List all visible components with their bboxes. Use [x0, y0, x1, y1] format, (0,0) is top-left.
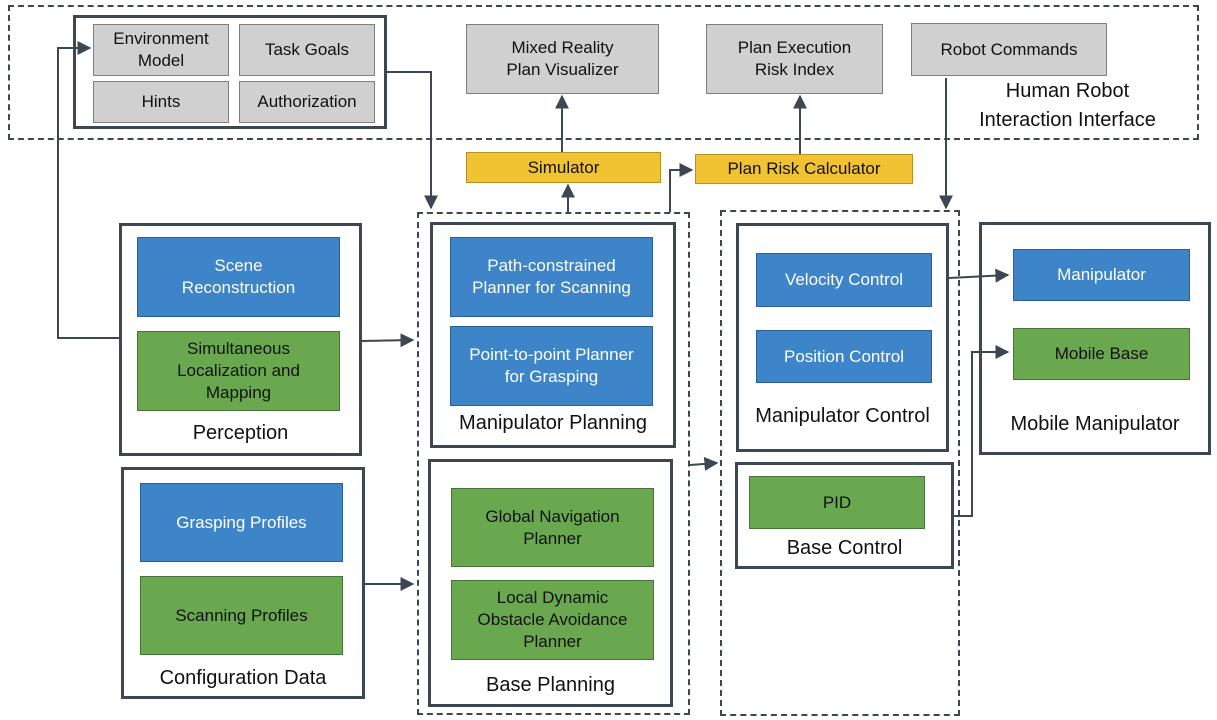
velocity-control-box: Velocity Control	[756, 253, 932, 307]
simulator-box: Simulator	[466, 152, 661, 183]
pid-box: PID	[749, 476, 925, 529]
arrow-pid-to-mobile-base	[954, 345, 1010, 517]
scene-reconstruction-box: Scene Reconstruction	[137, 237, 340, 317]
base-planning-title: Base Planning	[486, 674, 615, 696]
scanning-profiles-box: Scanning Profiles	[140, 576, 343, 655]
plan-risk-calculator-box: Plan Risk Calculator	[695, 154, 913, 184]
task-goals-box: Task Goals	[239, 24, 375, 76]
manipulator-control-title: Manipulator Control	[755, 405, 930, 427]
arrow-perception-to-planning	[361, 333, 415, 348]
robot-commands-box: Robot Commands	[911, 23, 1107, 76]
base-control-frame	[735, 462, 954, 569]
configuration-title: Configuration Data	[159, 667, 327, 689]
arrow-planning-to-control	[689, 456, 719, 471]
perception-frame	[119, 223, 362, 456]
grasping-profiles-box: Grasping Profiles	[140, 483, 343, 562]
local-dynamic-planner-box: Local Dynamic Obstacle Avoidance Planner	[451, 580, 654, 660]
base-planning-frame	[428, 459, 673, 707]
planning-dashed-region	[417, 212, 690, 715]
hints-box: Hints	[93, 81, 229, 123]
manipulator-box: Manipulator	[1013, 249, 1190, 301]
manipulator-planning-title: Manipulator Planning	[459, 412, 647, 434]
plan-execution-risk-index-box: Plan Execution Risk Index	[706, 24, 883, 94]
base-control-title: Base Control	[786, 537, 903, 559]
mobile-manipulator-title: Mobile Manipulator	[1010, 413, 1180, 435]
slam-box: Simultaneous Localization and Mapping	[137, 331, 340, 411]
mixed-reality-visualizer-box: Mixed Reality Plan Visualizer	[466, 24, 659, 94]
arrow-hri-to-manipulator-planning	[387, 71, 438, 210]
control-dashed-region	[720, 210, 960, 716]
hri-title: Human Robot Interaction Interface	[979, 80, 1156, 131]
manipulator-planning-frame	[430, 222, 676, 448]
hri-dashed-region	[8, 5, 1199, 140]
global-navigation-planner-box: Global Navigation Planner	[451, 488, 654, 567]
hri-input-group	[73, 15, 387, 129]
manipulator-control-frame	[736, 223, 949, 452]
perception-title: Perception	[192, 422, 289, 444]
mobile-manipulator-frame	[979, 222, 1211, 455]
path-constrained-planner-box: Path-constrained Planner for Scanning	[450, 237, 653, 317]
authorization-box: Authorization	[239, 81, 375, 123]
position-control-box: Position Control	[756, 330, 932, 383]
configuration-frame	[121, 467, 365, 699]
arrow-planning-to-risk-calculator	[669, 163, 694, 212]
environment-model-box: Environment Model	[93, 24, 229, 76]
point-to-point-planner-box: Point-to-point Planner for Grasping	[450, 326, 653, 406]
mobile-base-box: Mobile Base	[1013, 328, 1190, 380]
